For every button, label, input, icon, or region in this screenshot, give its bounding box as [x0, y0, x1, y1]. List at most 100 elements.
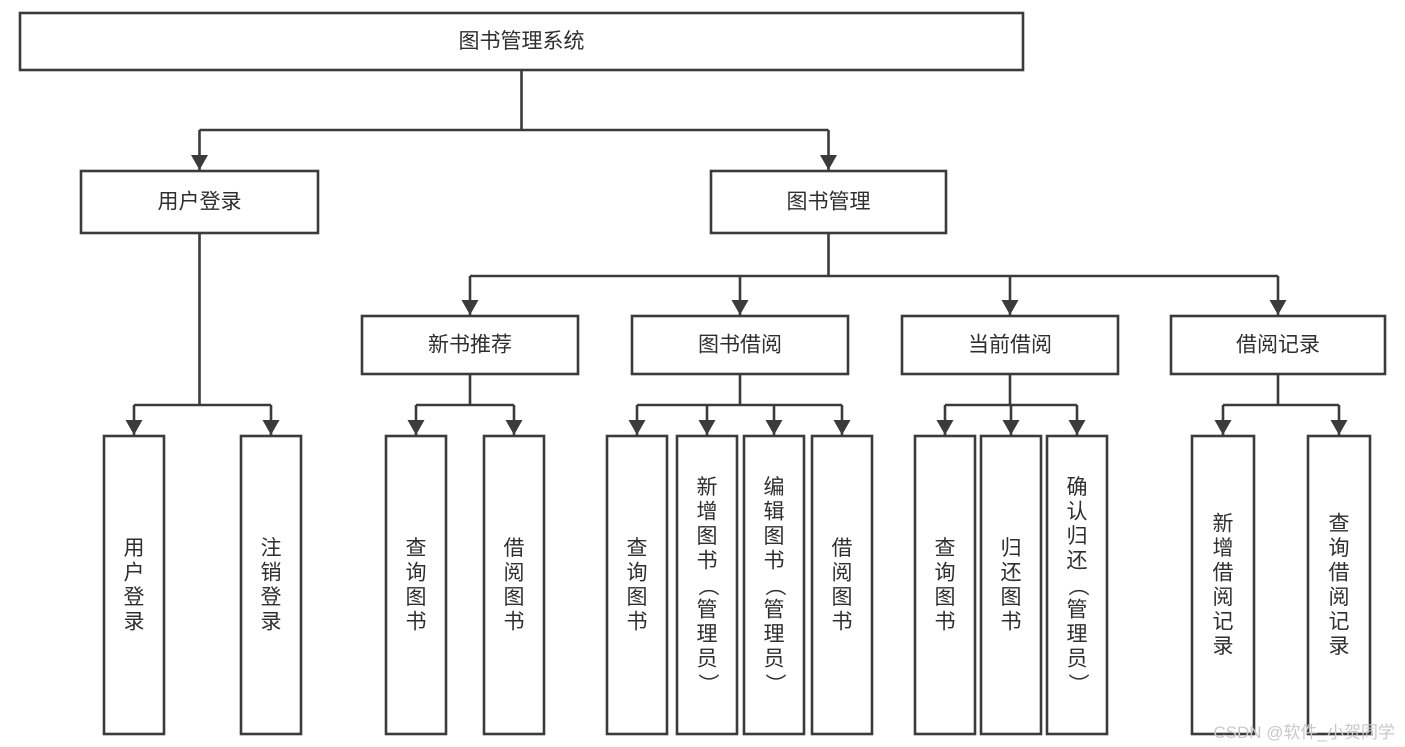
node-box: [709, 169, 948, 235]
node-label-char: 录: [124, 611, 145, 634]
node-box: [1190, 434, 1256, 736]
node-label-char: 新: [1213, 513, 1234, 536]
node-label-char: 图: [764, 525, 785, 548]
node-label-char: 认: [1067, 500, 1088, 523]
node-box: [482, 434, 546, 736]
node-box: [605, 434, 669, 736]
edge-group-root: [191, 70, 837, 170]
node-label-char: 图: [832, 586, 853, 609]
node-box: [979, 434, 1043, 736]
node-box: [900, 314, 1120, 376]
arrow-head: [1068, 420, 1086, 435]
node-label-char: 增: [1213, 537, 1234, 560]
node-label-char: ）: [696, 673, 719, 694]
node-label-char: （: [763, 575, 786, 596]
arrow-head: [628, 420, 646, 435]
node-label-char: 借: [504, 537, 525, 560]
node-label-char: 图: [935, 586, 956, 609]
node-label-char: 注: [261, 537, 282, 560]
node-label-char: 确: [1067, 476, 1088, 499]
node-label-char: 理: [697, 623, 718, 646]
node-label-char: 阅: [832, 562, 853, 585]
node-box: [384, 434, 448, 736]
arrow-head: [833, 420, 851, 435]
node-label: 图书借阅: [698, 334, 782, 357]
node-label-char: 询: [935, 562, 956, 585]
node-box: [675, 434, 739, 736]
node-book-mgmt[interactable]: 图书管理: [709, 169, 948, 235]
node-label-char: 图: [1001, 586, 1022, 609]
node-label-char: 记: [1213, 611, 1234, 634]
node-label-char: 登: [261, 586, 282, 609]
node-new-book-rec[interactable]: 新书推荐: [360, 314, 580, 376]
arrow-head: [1002, 420, 1020, 435]
node-label-char: 员: [697, 647, 718, 670]
node-label-char: 书: [697, 549, 718, 572]
node-label-char: 编: [764, 476, 785, 499]
node-label-char: 书: [935, 611, 956, 634]
node-box: [239, 434, 303, 736]
edge-group-user-login: [125, 233, 280, 435]
node-book-borrow[interactable]: 图书借阅: [630, 314, 850, 376]
node-label: 图书管理系统: [459, 30, 585, 53]
node-label-char: 图: [627, 586, 648, 609]
arrow-head: [936, 420, 954, 435]
node-borrow-record[interactable]: 借阅记录: [1169, 314, 1387, 376]
node-leaf-user-login[interactable]: 用户登录: [102, 434, 166, 736]
node-label-char: 查: [935, 537, 956, 560]
node-label-char: 还: [1067, 549, 1088, 572]
node-label-char: 询: [406, 562, 427, 585]
node-box: [742, 434, 806, 736]
node-box: [18, 11, 1025, 72]
arrow-head: [698, 420, 716, 435]
edge-group-borrow-record: [1214, 374, 1348, 435]
node-label-char: 查: [406, 537, 427, 560]
node-label-char: 图: [697, 525, 718, 548]
watermark-text: CSDN @软件_小贺同学: [1213, 723, 1395, 742]
node-box: [1306, 434, 1372, 736]
node-label-char: 书: [406, 611, 427, 634]
node-current-borrow[interactable]: 当前借阅: [900, 314, 1120, 376]
edges-layer: [125, 70, 1348, 435]
arrow-head: [262, 420, 280, 435]
node-box: [913, 434, 977, 736]
node-label-char: 书: [764, 549, 785, 572]
arrow-head: [1214, 420, 1232, 435]
node-label-char: 阅: [1213, 586, 1234, 609]
node-user-login[interactable]: 用户登录: [79, 169, 320, 235]
node-label-char: 录: [261, 611, 282, 634]
node-label-char: 询: [627, 562, 648, 585]
node-label-char: ）: [763, 673, 786, 694]
node-label-char: 询: [1329, 537, 1350, 560]
node-label-char: 录: [1329, 635, 1350, 658]
node-label-char: （: [1066, 575, 1089, 596]
arrow-head: [125, 420, 143, 435]
edge-group-current-borrow: [936, 374, 1086, 435]
node-label-char: 还: [1001, 562, 1022, 585]
node-label-char: 增: [697, 500, 718, 523]
node-label-char: 书: [1001, 611, 1022, 634]
node-label: 图书管理: [787, 191, 871, 214]
node-label: 当前借阅: [968, 334, 1052, 357]
node-label-char: （: [696, 575, 719, 596]
arrow-head: [1269, 300, 1287, 315]
node-label-char: 理: [1067, 623, 1088, 646]
node-label-char: 图: [406, 586, 427, 609]
node-root[interactable]: 图书管理系统: [18, 11, 1025, 72]
arrow-head: [1001, 300, 1019, 315]
node-label-char: 归: [1067, 525, 1088, 548]
